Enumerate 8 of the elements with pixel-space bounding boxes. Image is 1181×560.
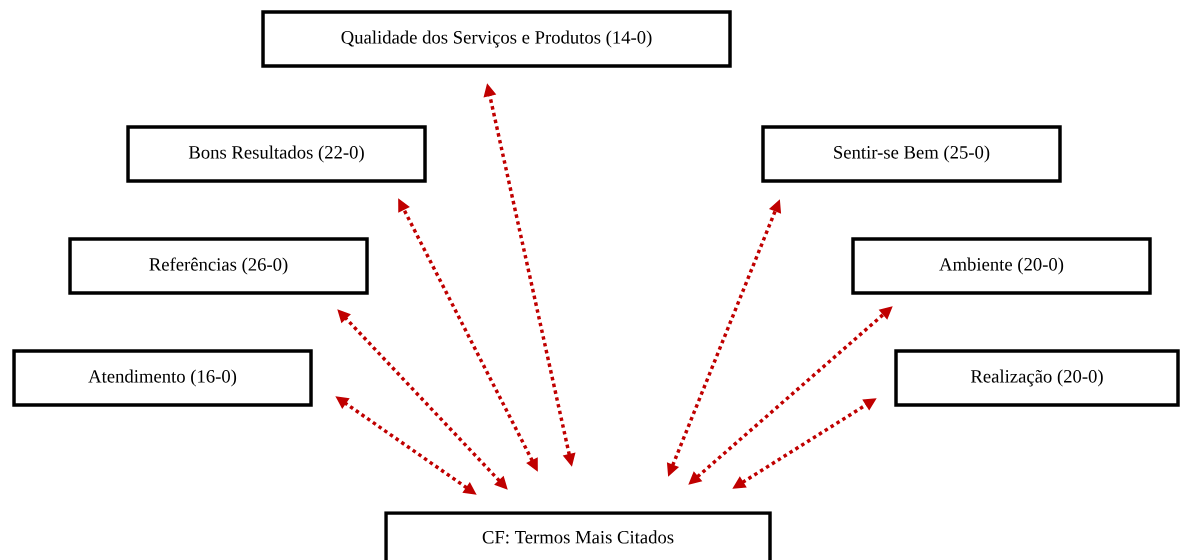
text-box: Ambiente (20-0): [851, 237, 1152, 295]
text-box: Sentir-se Bem (25-0): [761, 125, 1062, 183]
text-box: Qualidade dos Serviços e Produtos (14-0): [261, 10, 732, 68]
text-box: Referências (26-0): [68, 237, 369, 295]
text-box: CF: Termos Mais Citados: [384, 511, 772, 560]
text-box: Atendimento (16-0): [12, 349, 313, 407]
text-box: Bons Resultados (22-0): [126, 125, 427, 183]
text-box: Realização (20-0): [894, 349, 1180, 407]
